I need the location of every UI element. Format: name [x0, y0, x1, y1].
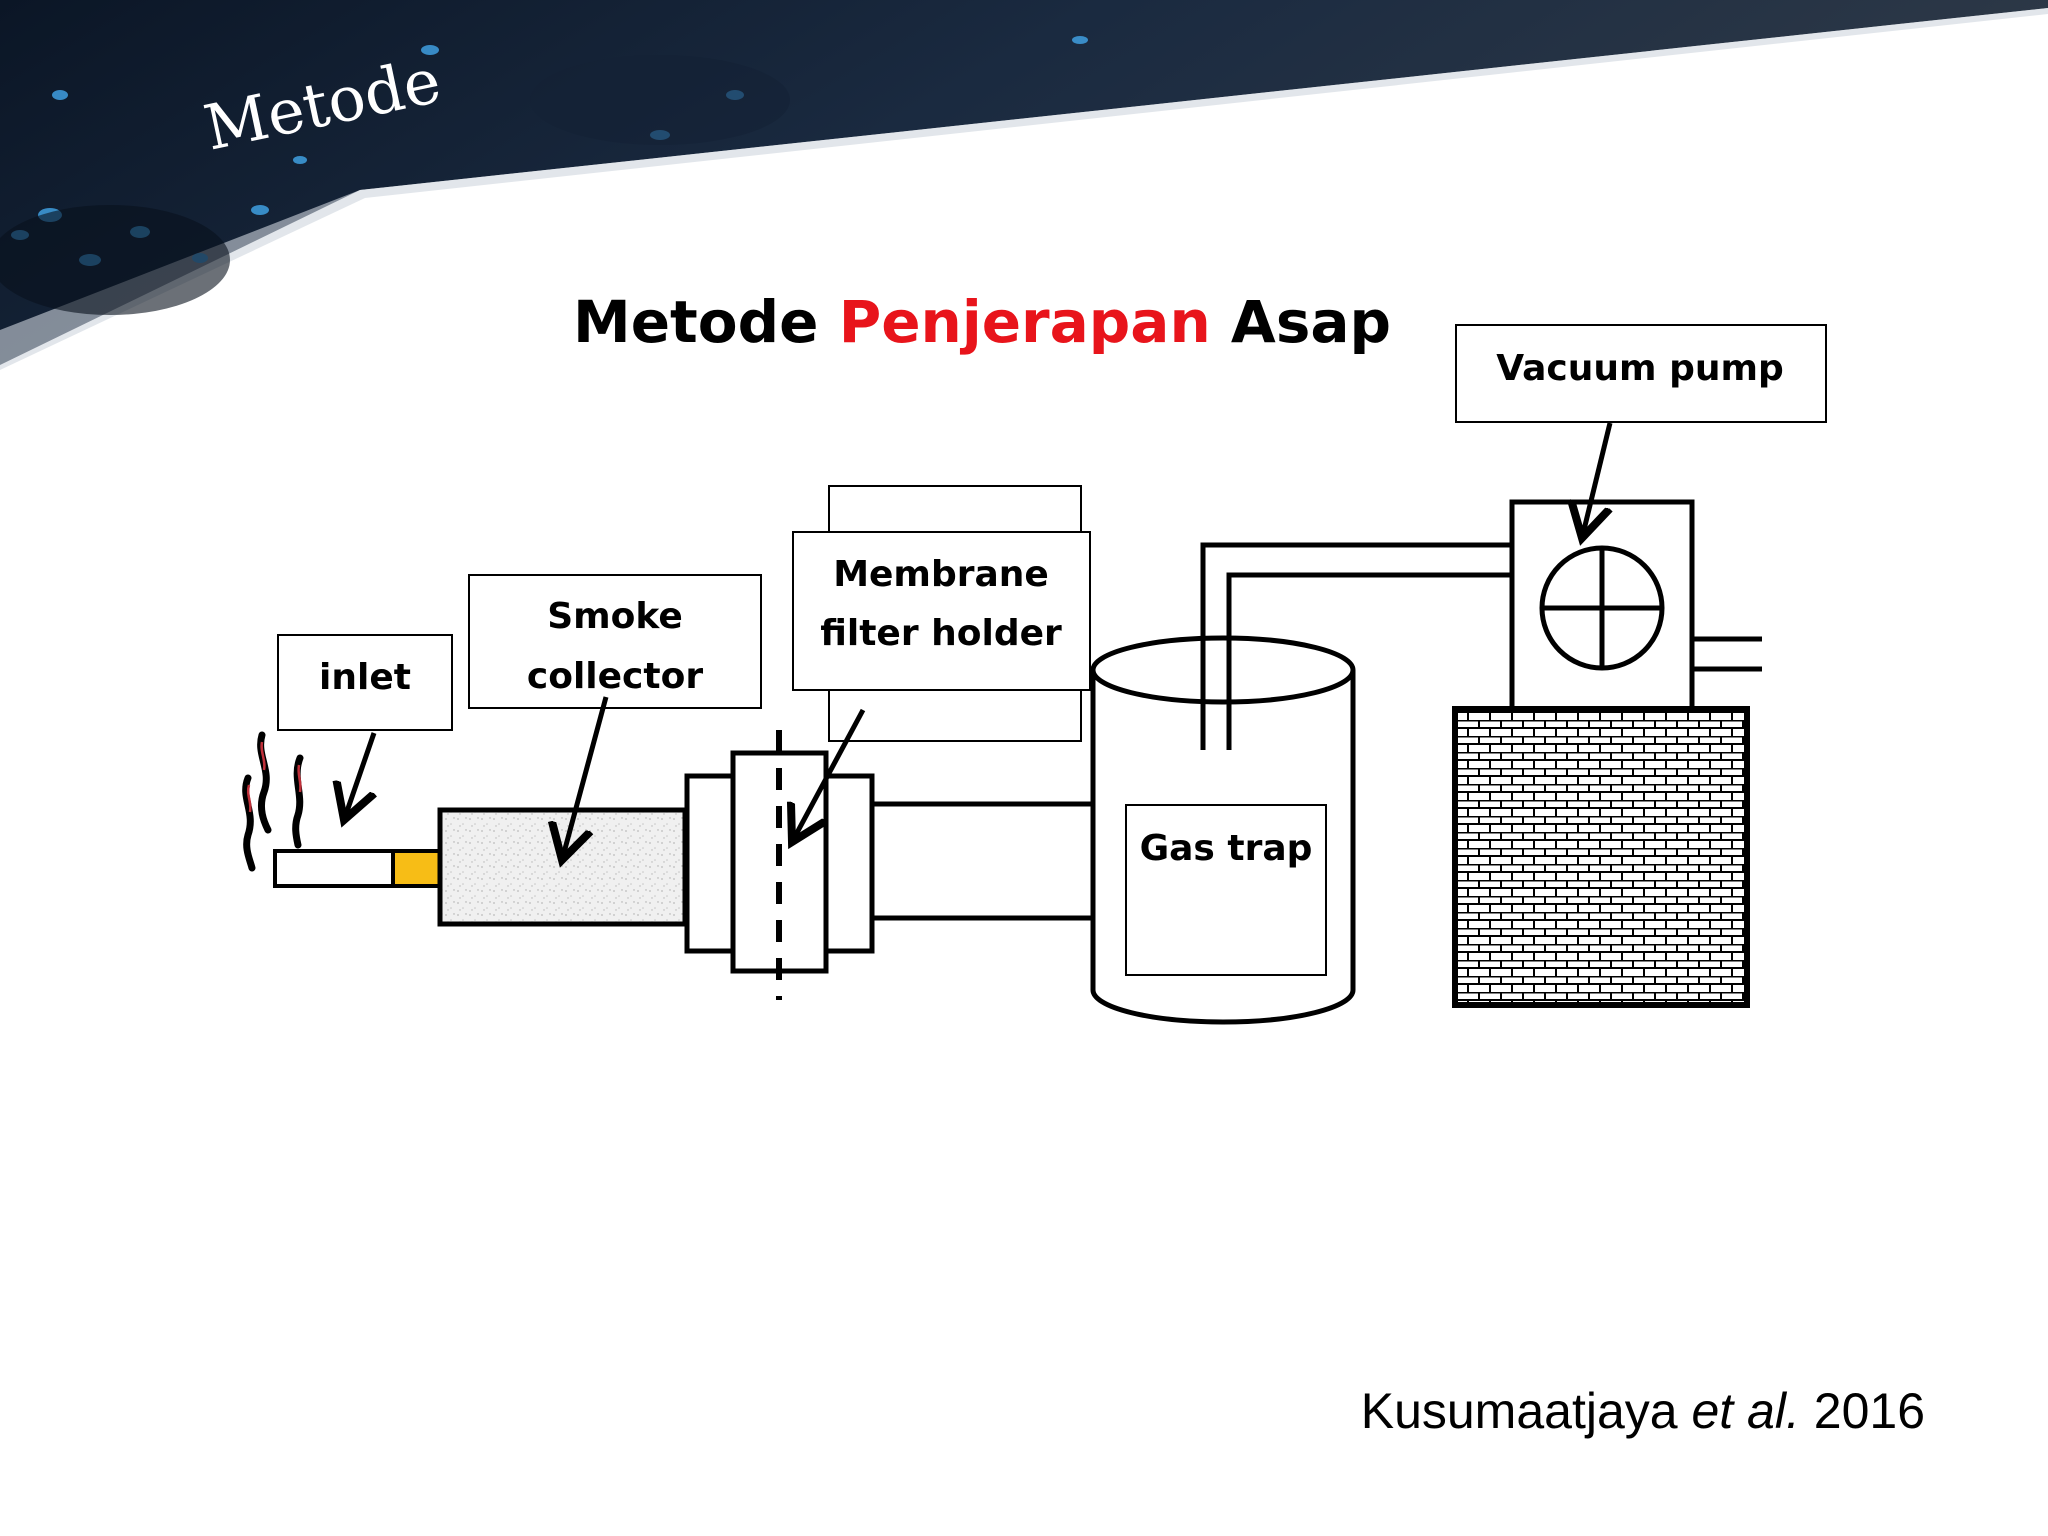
connector-pipe [872, 801, 1093, 921]
slide-title: Metode Penjerapan Asap [573, 288, 1391, 356]
vacuum-pump-callout: Vacuum pump [1455, 324, 1827, 423]
smoke-icon [242, 731, 304, 872]
cigarette [273, 849, 468, 888]
title-highlight: Penjerapan [839, 288, 1211, 356]
pump-tube [1200, 542, 1512, 750]
smoke-collector-label-2: collector [527, 656, 703, 697]
vacuum-pump-label: Vacuum pump [1496, 348, 1784, 389]
gas-trap-label-box [1125, 804, 1327, 976]
smoke-collector-callout: Smoke collector [468, 574, 762, 709]
membrane-callout: Membrane filter holder [792, 485, 1091, 742]
title-part2: Asap [1211, 288, 1391, 356]
membrane-label-2: filter holder [820, 613, 1062, 654]
pump-base-brick [1452, 706, 1750, 1008]
pointer-arrows [344, 422, 1610, 860]
citation-etal: et al. [1691, 1383, 1799, 1439]
membrane-filter-holder [684, 730, 875, 1000]
header-banner [0, 0, 2048, 370]
citation-year: 2016 [1800, 1383, 1925, 1439]
membrane-arrow [792, 708, 866, 842]
gas-trap-label: Gas trap [1140, 828, 1313, 869]
inlet-arrow [344, 732, 374, 820]
title-part1: Metode [573, 288, 839, 356]
citation-author: Kusumaatjaya [1361, 1383, 1692, 1439]
smoke-collector-label-1: Smoke [547, 596, 683, 637]
gas-trap-cylinder [1090, 635, 1356, 1025]
membrane-label-1: Membrane [833, 554, 1049, 595]
smoke-collector-tube [437, 807, 688, 927]
vacuum-pump-arrow [1582, 422, 1610, 538]
inlet-label: inlet [319, 657, 411, 698]
citation: Kusumaatjaya et al. 2016 [1361, 1383, 1925, 1439]
inlet-callout: inlet [277, 634, 453, 731]
smoke-collector-arrow [562, 696, 609, 860]
vacuum-pump [1452, 499, 1762, 1008]
